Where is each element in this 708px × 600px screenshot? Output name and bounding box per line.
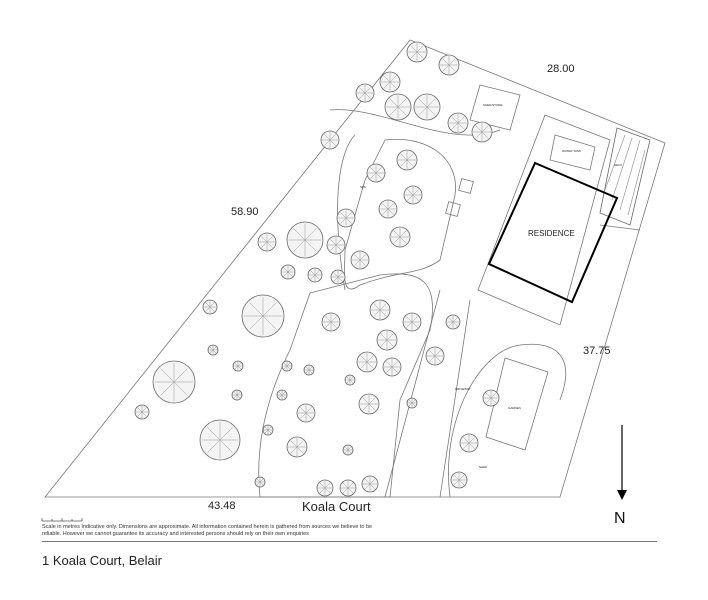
deck-edge bbox=[599, 224, 641, 231]
tree bbox=[276, 389, 288, 401]
divider bbox=[42, 541, 657, 542]
tree bbox=[152, 360, 196, 404]
dimension-left: 58.90 bbox=[231, 206, 259, 218]
north-label: N bbox=[614, 510, 626, 527]
tree bbox=[199, 419, 241, 461]
driveway-edge bbox=[384, 289, 441, 498]
trees bbox=[134, 41, 500, 497]
tree bbox=[281, 360, 293, 372]
tree bbox=[344, 374, 356, 386]
tree bbox=[445, 314, 461, 330]
tree bbox=[366, 163, 386, 183]
tree bbox=[202, 299, 218, 315]
small-structure bbox=[445, 201, 461, 217]
deck-hatching bbox=[604, 134, 646, 216]
tree bbox=[262, 424, 274, 436]
disclaimer: Scale in metres Indicative only. Dimensi… bbox=[42, 524, 373, 537]
tree bbox=[384, 93, 412, 121]
tree bbox=[402, 312, 422, 332]
residence-surround bbox=[477, 114, 611, 326]
tree bbox=[241, 294, 285, 338]
tree bbox=[396, 149, 418, 171]
scale-bar bbox=[41, 518, 83, 522]
tree bbox=[369, 299, 391, 321]
tree bbox=[231, 389, 243, 401]
water-tank bbox=[549, 134, 596, 171]
tree bbox=[438, 54, 460, 76]
tree bbox=[379, 71, 401, 93]
water-tank-label: WATER TANK bbox=[562, 149, 582, 153]
tree bbox=[316, 479, 334, 497]
tree bbox=[330, 269, 346, 285]
tree bbox=[326, 235, 346, 255]
tree bbox=[361, 475, 379, 493]
tree bbox=[320, 130, 340, 150]
tree bbox=[378, 199, 398, 219]
garden-label: GARDEN bbox=[508, 406, 521, 410]
garden-bed-lower bbox=[258, 273, 433, 498]
tree bbox=[403, 185, 423, 205]
tree bbox=[296, 403, 316, 423]
tree bbox=[207, 344, 219, 356]
tree bbox=[358, 393, 380, 415]
deck bbox=[599, 127, 651, 226]
tree bbox=[413, 93, 441, 121]
dimension-top: 28.00 bbox=[547, 63, 575, 75]
tree bbox=[339, 479, 357, 497]
tree bbox=[280, 264, 296, 280]
dimension-right: 37.75 bbox=[583, 345, 611, 357]
address-caption: 1 Koala Court, Belair bbox=[42, 553, 162, 568]
garden-oval bbox=[448, 343, 567, 498]
street-name: Koala Court bbox=[302, 499, 371, 514]
tree bbox=[356, 351, 378, 373]
tree bbox=[447, 112, 469, 134]
tree bbox=[355, 83, 375, 103]
deck-label: DECK bbox=[614, 163, 623, 167]
tree bbox=[406, 397, 418, 409]
shed-label: SHED/STORE bbox=[483, 103, 503, 107]
property-boundary bbox=[44, 39, 666, 498]
tree bbox=[257, 232, 277, 252]
tree bbox=[286, 221, 324, 259]
tree bbox=[350, 250, 370, 270]
tree bbox=[459, 433, 479, 453]
residence-label: RESIDENCE bbox=[528, 229, 575, 238]
path-line bbox=[337, 134, 356, 291]
residence bbox=[487, 161, 619, 304]
tree bbox=[286, 436, 308, 458]
tree bbox=[232, 360, 244, 372]
tree bbox=[307, 267, 323, 283]
shed bbox=[469, 84, 521, 131]
tree bbox=[134, 404, 150, 420]
tree bbox=[336, 208, 356, 228]
tree bbox=[482, 389, 500, 407]
tree bbox=[376, 329, 398, 351]
small-structure bbox=[458, 178, 474, 194]
north-arrow-head bbox=[617, 490, 627, 500]
tree bbox=[471, 121, 493, 143]
tree bbox=[425, 346, 445, 366]
driveway-edge bbox=[439, 299, 471, 498]
tree bbox=[254, 476, 266, 488]
spa-label: SPA bbox=[360, 185, 366, 189]
shed2-label: SHED bbox=[479, 465, 488, 469]
tree bbox=[389, 226, 411, 248]
driveway-label: DRIVEWAY bbox=[455, 387, 471, 391]
tree bbox=[342, 444, 354, 456]
tree bbox=[406, 41, 428, 63]
tree bbox=[321, 312, 341, 332]
dimension-bottom: 43.48 bbox=[208, 500, 236, 512]
tree bbox=[450, 471, 468, 489]
garden-bed bbox=[485, 357, 549, 451]
tree bbox=[303, 364, 315, 376]
tree bbox=[382, 357, 402, 377]
